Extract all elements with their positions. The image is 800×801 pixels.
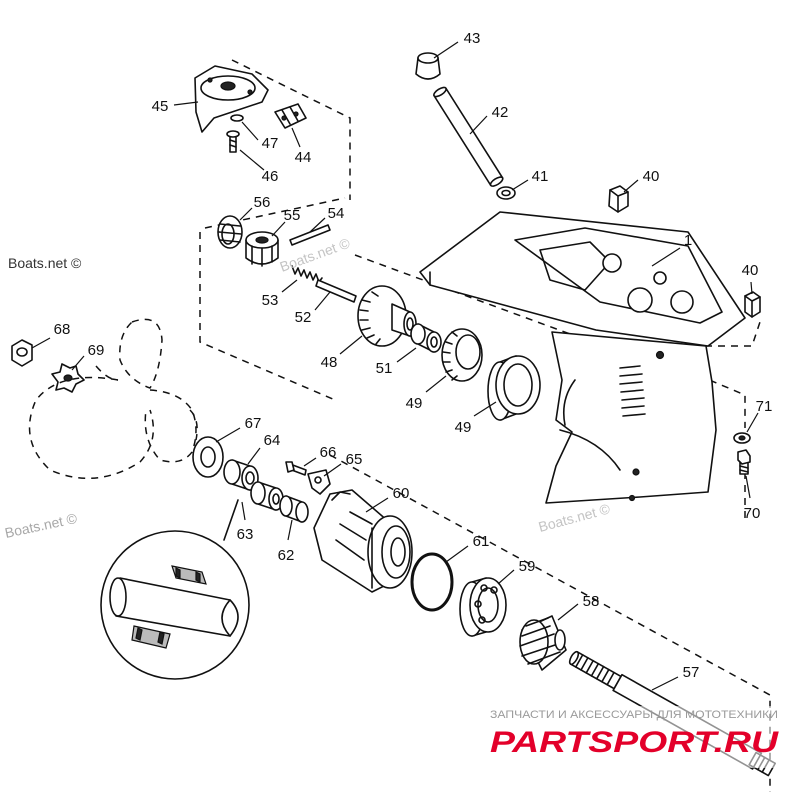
callout-69: 69 [88,342,105,359]
callout-40-top: 40 [643,168,660,185]
callout-56: 56 [254,194,271,211]
part-46-screw [226,130,240,153]
part-59-ball-bearing [459,577,507,637]
callout-71: 71 [756,398,773,415]
part-56-spring-ring [217,215,243,249]
callout-45: 45 [152,98,169,115]
brand-tagline: ЗАПЧАСТИ И АКСЕССУАРЫ ДЛЯ МОТОТЕХНИКИ [490,709,778,721]
callout-41: 41 [532,168,549,185]
part-67-thrust-washer [192,436,224,478]
part-44-cam [274,103,307,129]
callout-68: 68 [54,321,71,338]
callout-49-race: 49 [455,419,472,436]
callout-62: 62 [278,547,295,564]
detail-view-circle [100,499,250,680]
callout-66: 66 [320,444,337,461]
callout-48: 48 [321,354,338,371]
part-42-tube [433,86,504,187]
part-63-bearing [250,481,284,511]
part-49-tapered-bearing [441,328,483,382]
callout-42: 42 [492,104,509,121]
watermark-boats-net: Boats.net © [278,234,353,274]
callout-61: 61 [473,533,490,550]
propeller-outline [28,318,198,480]
part-62-bearing [279,495,309,523]
part-51-needle-bearing [410,323,442,353]
brand-logo: PARTSPORT.RU [490,726,780,759]
callout-53: 53 [262,292,279,309]
callout-64: 64 [264,432,281,449]
part-55-clutch-dog [245,231,279,267]
part-52-rod [315,279,357,303]
callout-51: 51 [376,360,393,377]
gear-housing [419,211,746,504]
callout-60: 60 [393,485,410,502]
watermark-boats-net: Boats.net © [537,500,613,535]
part-61-o-ring [410,552,454,612]
callout-59: 59 [519,558,536,575]
part-53-spring [291,265,323,283]
callout-40-right: 40 [742,262,759,279]
part-43-cap [415,52,441,80]
part-60-bearing-carrier [313,489,413,593]
part-45-pump-base [194,65,269,133]
part-69-tab-washer [51,363,85,393]
callout-57: 57 [683,664,700,681]
callout-46: 46 [262,168,279,185]
callout-47: 47 [262,135,279,152]
leader-lines [31,41,759,691]
callout-63: 63 [237,526,254,543]
callout-labels: 43 42 41 40 1 40 45 47 44 46 56 55 54 53… [54,30,773,681]
part-70-screw [737,449,751,475]
part-58-pinion-gear [519,615,567,671]
callout-65: 65 [346,451,363,468]
callout-70: 70 [744,505,761,522]
part-66-screw [285,461,307,476]
part-48-gear [357,285,417,347]
watermark-boats-net: Boats.net © [8,255,82,271]
part-41-washer [496,186,516,200]
callout-43: 43 [464,30,481,47]
part-68-prop-nut [11,339,33,367]
part-40-nut-right [744,291,761,318]
callout-54: 54 [328,205,345,222]
callout-55: 55 [284,207,301,224]
part-47-washer [230,114,244,122]
part-49-bearing-race [487,355,541,421]
part-54-pin [289,224,331,246]
part-40-nut-top [608,185,629,213]
callout-52: 52 [295,309,312,326]
callout-44: 44 [295,149,312,166]
callout-58: 58 [583,593,600,610]
callout-49-bearing: 49 [406,395,423,412]
callout-67: 67 [245,415,262,432]
callout-1: 1 [684,232,692,249]
part-71-washer [733,432,751,444]
brand-logo-block: ЗАПЧАСТИ И АКСЕССУАРЫ ДЛЯ МОТОТЕХНИКИ PA… [488,706,782,768]
watermark-boats-net: Boats.net © [3,510,79,541]
